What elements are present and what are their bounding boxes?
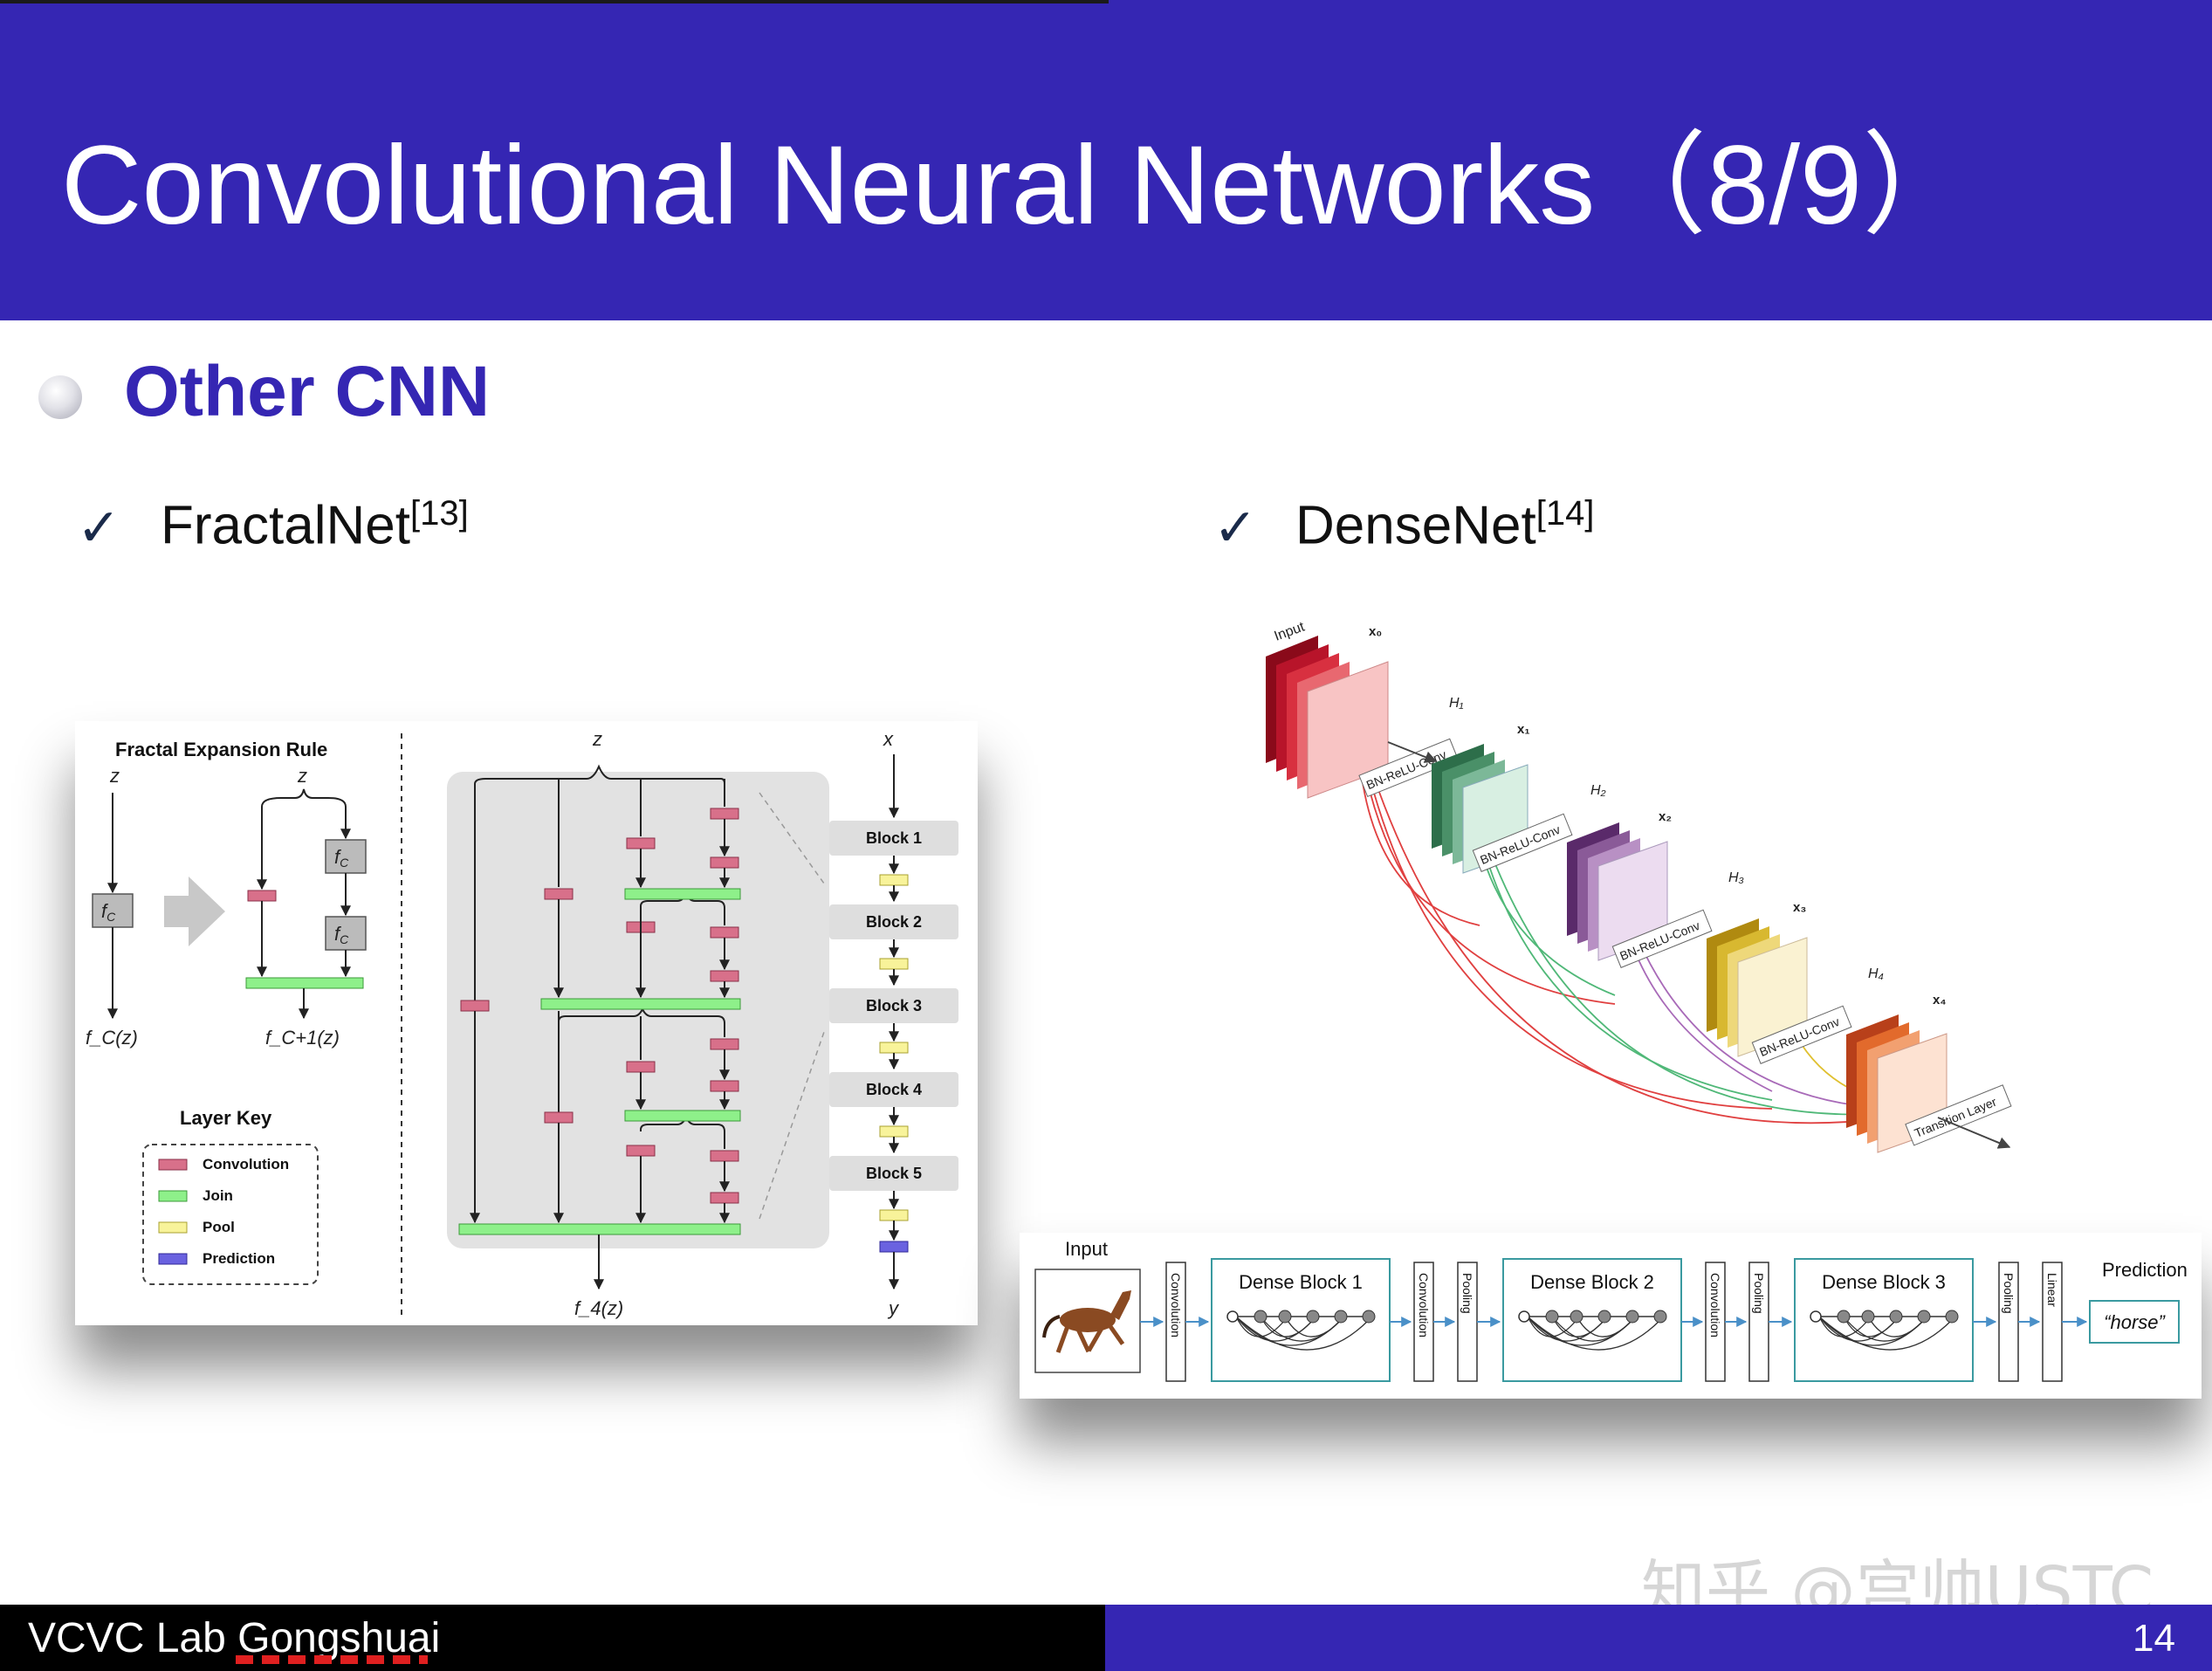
footer-lab-name: VCVC Lab Gongshuai: [28, 1615, 441, 1661]
block-4: Block 4: [829, 1072, 958, 1107]
y-label: y: [887, 1297, 900, 1319]
bullet-sphere-icon: [38, 375, 82, 419]
layer-key-prediction: Prediction: [203, 1250, 275, 1267]
h1-label: H₁: [1449, 696, 1464, 711]
svg-text:Dense Block 1: Dense Block 1: [1239, 1271, 1363, 1293]
conv-2: Convolution: [1417, 1273, 1431, 1337]
h3-label: H₃: [1728, 870, 1744, 885]
layer-key-join: Join: [203, 1187, 233, 1204]
conv-1: Convolution: [1169, 1273, 1183, 1337]
svg-text:Dense Block 3: Dense Block 3: [1822, 1271, 1946, 1293]
pipeline-input-label: Input: [1065, 1238, 1108, 1260]
dense-block-3: Dense Block 3: [1794, 1258, 1974, 1382]
svg-text:fC: fC: [334, 846, 349, 870]
feature-maps-x2: [1567, 822, 1668, 961]
item-ref: [14]: [1535, 494, 1595, 533]
header-top-line: [0, 0, 1109, 3]
x3-label: x₃: [1793, 900, 1806, 915]
checkmark-icon: ✓: [77, 498, 121, 559]
expansion-arrow-icon: [164, 877, 225, 946]
linear-layer: Linear: [2045, 1273, 2059, 1307]
conv-3: Convolution: [1708, 1273, 1722, 1337]
block-1: Block 1: [829, 821, 958, 856]
item-ref: [13]: [409, 494, 469, 533]
footer-red-dashes: [236, 1655, 428, 1664]
svg-text:Block 5: Block 5: [866, 1165, 922, 1182]
item-name: FractalNet: [161, 495, 410, 556]
block-3: Block 3: [829, 988, 958, 1023]
fractal-rule-title: Fractal Expansion Rule: [115, 739, 327, 760]
fc1-z-label: f_C+1(z): [265, 1027, 340, 1049]
densenet-pipeline-figure: Input Convolution Dense Block 1 Convolut…: [1020, 1233, 2202, 1399]
z-label: z: [592, 728, 602, 750]
x0-label: x₀: [1369, 624, 1382, 639]
svg-text:Block 2: Block 2: [866, 913, 922, 931]
f4-z-label: f_4(z): [574, 1297, 623, 1319]
block-5: Block 5: [829, 1156, 958, 1191]
fractalnet-figure: Fractal Expansion Rule z fC f_C(z) z fC …: [75, 721, 978, 1325]
layer-key-convolution: Convolution: [203, 1156, 289, 1172]
slide-header: [0, 0, 2212, 320]
dense-input-label: Input: [1273, 619, 1308, 643]
fractalnet-diagram: Fractal Expansion Rule z fC f_C(z) z fC …: [86, 728, 958, 1319]
feature-maps-x3: [1707, 918, 1808, 1057]
x4-label: x₄: [1933, 993, 1947, 1007]
prediction-label: Prediction: [2102, 1259, 2188, 1281]
item-densenet: DenseNet[14]: [1295, 494, 1594, 557]
densenet-pipeline-diagram: Input Convolution Dense Block 1 Convolut…: [1034, 1238, 2188, 1382]
svg-text:Block 4: Block 4: [866, 1081, 922, 1098]
horse-icon: [1042, 1290, 1131, 1353]
fc-sub: C: [106, 910, 116, 924]
section-heading: Other CNN: [124, 352, 491, 431]
pool-3: Pooling: [2002, 1273, 2016, 1314]
svg-text:fC: fC: [334, 923, 349, 946]
z-label: z: [297, 765, 307, 787]
x2-label: x₂: [1659, 809, 1672, 824]
item-fractalnet: FractalNet[13]: [161, 494, 469, 557]
feature-maps-x0: [1266, 636, 1389, 799]
densenet-block-diagram: Input x₀ H₁ BN-ReLU-Conv x₁ H₂ BN-ReLU-C…: [1266, 619, 2012, 1153]
x1-label: x₁: [1517, 722, 1530, 737]
fc-text: f: [101, 900, 109, 922]
pool-2: Pooling: [1752, 1273, 1766, 1314]
pool-1: Pooling: [1460, 1273, 1474, 1314]
densenet-block-figure: Input x₀ H₁ BN-ReLU-Conv x₁ H₂ BN-ReLU-C…: [1257, 611, 2025, 1161]
svg-text:fC: fC: [101, 900, 116, 924]
h2-label: H₂: [1590, 783, 1606, 798]
z-label: z: [109, 765, 120, 787]
x-label: x: [883, 728, 894, 750]
checkmark-icon: ✓: [1213, 498, 1258, 559]
svg-text:Dense Block 2: Dense Block 2: [1530, 1271, 1654, 1293]
layer-key-title: Layer Key: [180, 1107, 272, 1129]
footer-right-bar: [1105, 1605, 2212, 1671]
slide-title: Convolutional Neural Networks（8/9）: [61, 123, 1975, 248]
footer-left-bar: [0, 1605, 1105, 1671]
fc-z-label: f_C(z): [86, 1027, 138, 1049]
svg-text:Block 1: Block 1: [866, 829, 922, 847]
h4-label: H₄: [1868, 966, 1884, 981]
prediction-output: “horse”: [2104, 1311, 2166, 1333]
dense-block-2: Dense Block 2: [1502, 1258, 1682, 1382]
block-2: Block 2: [829, 904, 958, 939]
svg-text:Block 3: Block 3: [866, 997, 922, 1014]
dense-block-1: Dense Block 1: [1211, 1258, 1391, 1382]
page-number: 14: [2133, 1617, 2175, 1660]
item-name: DenseNet: [1295, 495, 1536, 556]
feature-maps-x4: [1846, 1014, 1948, 1153]
layer-key-pool: Pool: [203, 1219, 235, 1235]
